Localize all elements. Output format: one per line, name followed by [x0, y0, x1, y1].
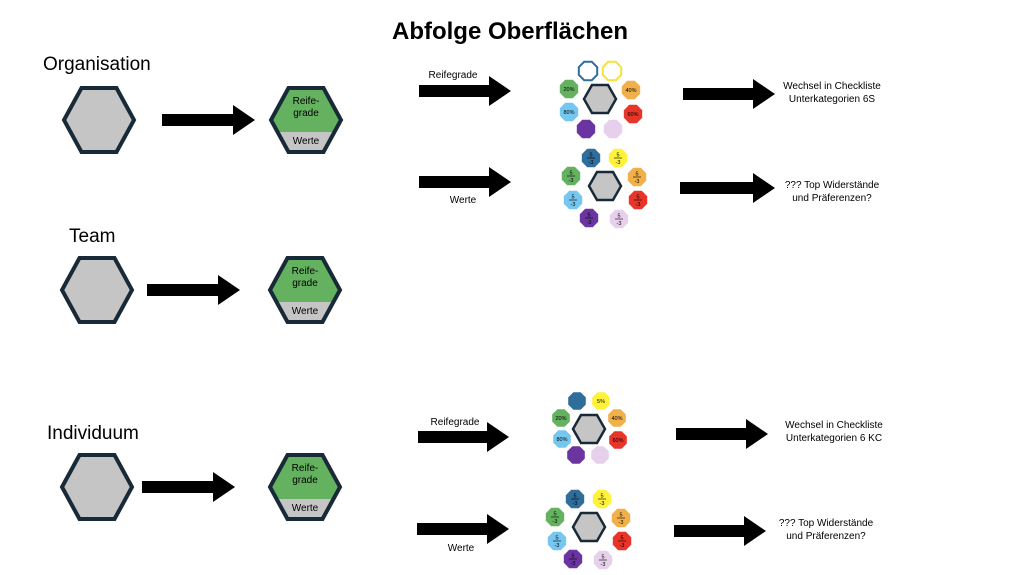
fraction-denominator: -3: [555, 543, 560, 549]
hexagon-top-label: Reife-grade: [292, 266, 319, 289]
gray-hexagon-shape: [61, 86, 137, 154]
percent-label: 60%: [627, 112, 638, 118]
fraction-numerator: 5: [600, 494, 603, 500]
percent-octagon: [559, 79, 579, 99]
fraction-denominator: -3: [571, 561, 576, 567]
lavender-octagon: [603, 119, 623, 139]
percent-label: 40%: [611, 416, 622, 422]
fraction-denominator: -3: [587, 220, 592, 226]
arrow-icon: [142, 472, 235, 502]
percent-octagon: [559, 102, 579, 122]
purple-octagon: [567, 446, 585, 464]
percent-label: 60%: [612, 438, 623, 444]
fraction-numerator: 5: [553, 512, 556, 518]
section-label-individuum: Individuum: [47, 423, 139, 444]
percent-octagon: [592, 392, 610, 410]
fraction-denominator: -3: [616, 160, 621, 166]
gray-hexagon-shape: [59, 453, 135, 521]
result-arrow-icon: [674, 516, 766, 546]
fraction-denominator: -3: [569, 178, 574, 184]
flow-arrow-icon: [418, 422, 509, 452]
fraction-denominator: -3: [636, 202, 641, 208]
gray-hexagon-shape: [59, 256, 135, 324]
cluster-center-hexagon: [571, 413, 607, 445]
hexagon-top-label: Reife-grade: [293, 96, 320, 119]
hexagon-bottom-label: Werte: [292, 306, 319, 317]
fraction-numerator: 5: [589, 153, 592, 159]
cluster-center-hexagon: [571, 511, 607, 543]
page-title: Abfolge Oberflächen: [391, 18, 629, 45]
fraction-denominator: -3: [617, 221, 622, 227]
flow-arrow-label: Werte: [450, 195, 477, 206]
fraction-denominator: -3: [553, 519, 558, 525]
result-arrow-icon: [683, 79, 775, 109]
fraction-denominator: -3: [619, 520, 624, 526]
result-arrow-icon: [680, 173, 775, 203]
fraction-numerator: 5: [571, 195, 574, 201]
percent-octagon: [568, 392, 586, 410]
percent-octagon: [621, 80, 641, 100]
percent-octagon: [623, 104, 643, 124]
percent-label: 20%: [555, 416, 566, 422]
fraction-numerator: 5: [620, 536, 623, 542]
cluster-center-hexagon: [587, 170, 623, 202]
flow-arrow-label: Werte: [448, 543, 475, 554]
arrow-icon: [162, 105, 255, 135]
fraction-numerator: 5: [601, 555, 604, 561]
lavender-octagon: [591, 446, 609, 464]
fraction-numerator: 5: [635, 172, 638, 178]
percent-label: 80%: [563, 110, 574, 116]
fraction-denominator: -3: [573, 501, 578, 507]
hexagon-top-label: Reife-grade: [292, 463, 319, 486]
fraction-numerator: 5: [587, 213, 590, 219]
fraction-numerator: 5: [571, 554, 574, 560]
percent-octagon: [609, 431, 627, 449]
fraction-numerator: 5: [555, 536, 558, 542]
flow-arrow-icon: [419, 76, 511, 106]
fraction-numerator: 5: [636, 195, 639, 201]
flow-arrow-label: Reifegrade: [431, 417, 480, 428]
arrow-icon: [147, 275, 240, 305]
outline-octagon-blue: [577, 60, 599, 82]
fraction-numerator: 5: [616, 153, 619, 159]
fraction-denominator: -3: [589, 160, 594, 166]
hexagon-bottom-label: Werte: [292, 503, 319, 514]
percent-octagon: [552, 409, 570, 427]
fraction-denominator: -3: [571, 202, 576, 208]
fraction-numerator: 5: [617, 214, 620, 220]
fraction-denominator: -3: [601, 562, 606, 568]
fraction-numerator: 5: [573, 494, 576, 500]
fraction-numerator: 5: [569, 171, 572, 177]
fraction-numerator: 5: [619, 513, 622, 519]
fraction-denominator: -3: [635, 179, 640, 185]
percent-label: 40%: [625, 88, 636, 94]
flow-arrow-label: Reifegrade: [429, 70, 478, 81]
percent-label: 5%: [597, 399, 605, 405]
percent-octagon: [608, 409, 626, 427]
fraction-denominator: -3: [620, 543, 625, 549]
section-label-organisation: Organisation: [43, 54, 151, 75]
percent-octagon: [553, 430, 571, 448]
section-label-team: Team: [69, 226, 116, 247]
fraction-denominator: -3: [600, 501, 605, 507]
outline-octagon-yellow: [601, 60, 623, 82]
percent-label: 80%: [556, 437, 567, 443]
purple-octagon: [576, 119, 596, 139]
flow-arrow-icon: [419, 167, 511, 197]
cluster-center-hexagon: [582, 83, 618, 115]
result-arrow-icon: [676, 419, 768, 449]
flow-arrow-icon: [417, 514, 509, 544]
hexagon-bottom-label: Werte: [293, 136, 320, 147]
percent-label: 20%: [563, 87, 574, 93]
